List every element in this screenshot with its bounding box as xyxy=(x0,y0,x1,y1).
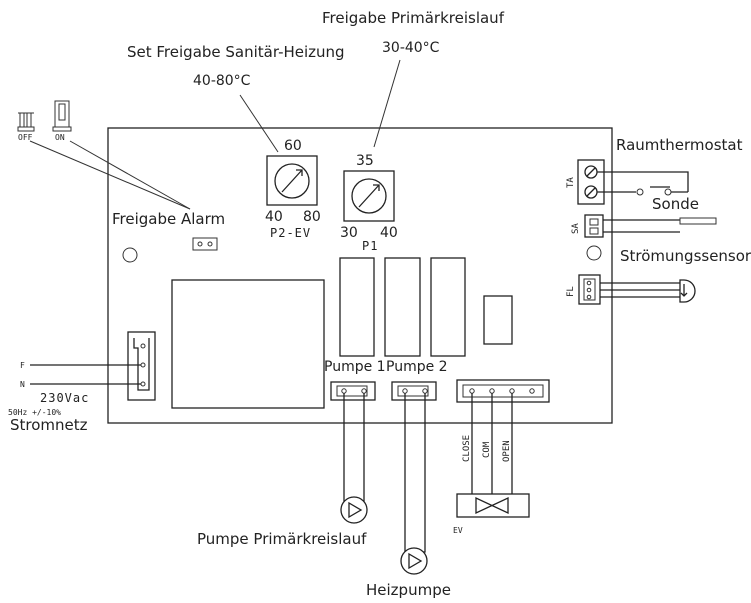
probe-label: Sonde xyxy=(652,195,699,213)
switch-on-label: ON xyxy=(55,133,65,142)
p1-max-value: 40 xyxy=(380,225,398,241)
p2-max-value: 80 xyxy=(303,209,321,225)
pump2-connector xyxy=(391,381,437,401)
p2-min-value: 40 xyxy=(265,209,283,225)
p1-top-value: 35 xyxy=(356,153,374,169)
p2-top-value: 60 xyxy=(284,138,302,154)
alarm-release-label: Freigabe Alarm xyxy=(112,210,225,228)
p1-min-value: 30 xyxy=(340,225,358,241)
leader-sanitary xyxy=(239,94,279,153)
com-label: COM xyxy=(482,441,492,458)
probe-sensor xyxy=(679,217,717,225)
ev-label: EV xyxy=(453,526,463,535)
relay-1 xyxy=(339,257,375,357)
ta-terminal xyxy=(577,159,605,205)
transformer xyxy=(171,279,325,409)
relay-3 xyxy=(430,257,466,357)
p1-name: P1 xyxy=(362,239,378,253)
leader-switch-off xyxy=(29,140,191,210)
pump1-connector xyxy=(330,381,376,401)
pump2-terminal-label: Pumpe 2 xyxy=(386,359,448,375)
ta-label: TA xyxy=(566,177,576,188)
mounting-hole-right xyxy=(586,245,602,261)
flow-sensor-label: Strömungssensor xyxy=(620,247,751,265)
alarm-jumper xyxy=(192,237,218,251)
primary-range-label: 30-40°C xyxy=(382,40,440,56)
potentiometer-p1: 35 30 40 P1 xyxy=(340,153,398,253)
neutral-label: N xyxy=(20,380,25,389)
room-thermostat-label: Raumthermostat xyxy=(616,136,743,154)
fuse-component xyxy=(483,295,513,345)
switch-off-label: OFF xyxy=(18,133,33,142)
relay-2 xyxy=(384,257,421,357)
primary-release-label: Freigabe Primärkreislauf xyxy=(322,9,505,27)
pump1-terminal-label: Pumpe 1 xyxy=(324,359,386,375)
potentiometer-p2: 60 40 80 P2-EV xyxy=(265,138,321,240)
mains-connector xyxy=(127,331,156,401)
mains-label: Stromnetz xyxy=(10,416,88,434)
open-label: OPEN xyxy=(502,440,512,462)
sanitary-range-label: 40-80°C xyxy=(193,73,251,89)
primary-pump-label: Pumpe Primärkreislauf xyxy=(197,530,367,548)
flow-sensor-symbol xyxy=(679,279,696,303)
heating-pump-label: Heizpumpe xyxy=(366,581,451,599)
motor-valve-symbol xyxy=(456,493,530,518)
power-switch: OFF ON xyxy=(17,100,72,142)
sanitary-release-label: Set Freigabe Sanitär-Heizung xyxy=(127,43,345,61)
mounting-hole-left xyxy=(122,247,138,263)
sa-label: SA xyxy=(571,223,581,234)
frequency-label: 50Hz +/-10% xyxy=(8,408,61,417)
sa-terminal xyxy=(584,214,604,238)
valve-connector xyxy=(456,379,550,403)
thermostat-contact-a xyxy=(636,188,644,196)
thermostat-wire-top xyxy=(597,171,689,192)
p2-name: P2-EV xyxy=(270,226,311,240)
leader-primary xyxy=(373,59,401,148)
phase-label: F xyxy=(20,361,25,370)
fl-terminal xyxy=(578,274,601,305)
close-label: CLOSE xyxy=(462,435,472,462)
voltage-label: 230Vac xyxy=(40,391,89,405)
leader-switch-on xyxy=(69,140,191,210)
heating-pump-symbol xyxy=(400,547,428,575)
fl-label: FL xyxy=(566,286,576,297)
primary-pump-symbol xyxy=(340,496,368,524)
